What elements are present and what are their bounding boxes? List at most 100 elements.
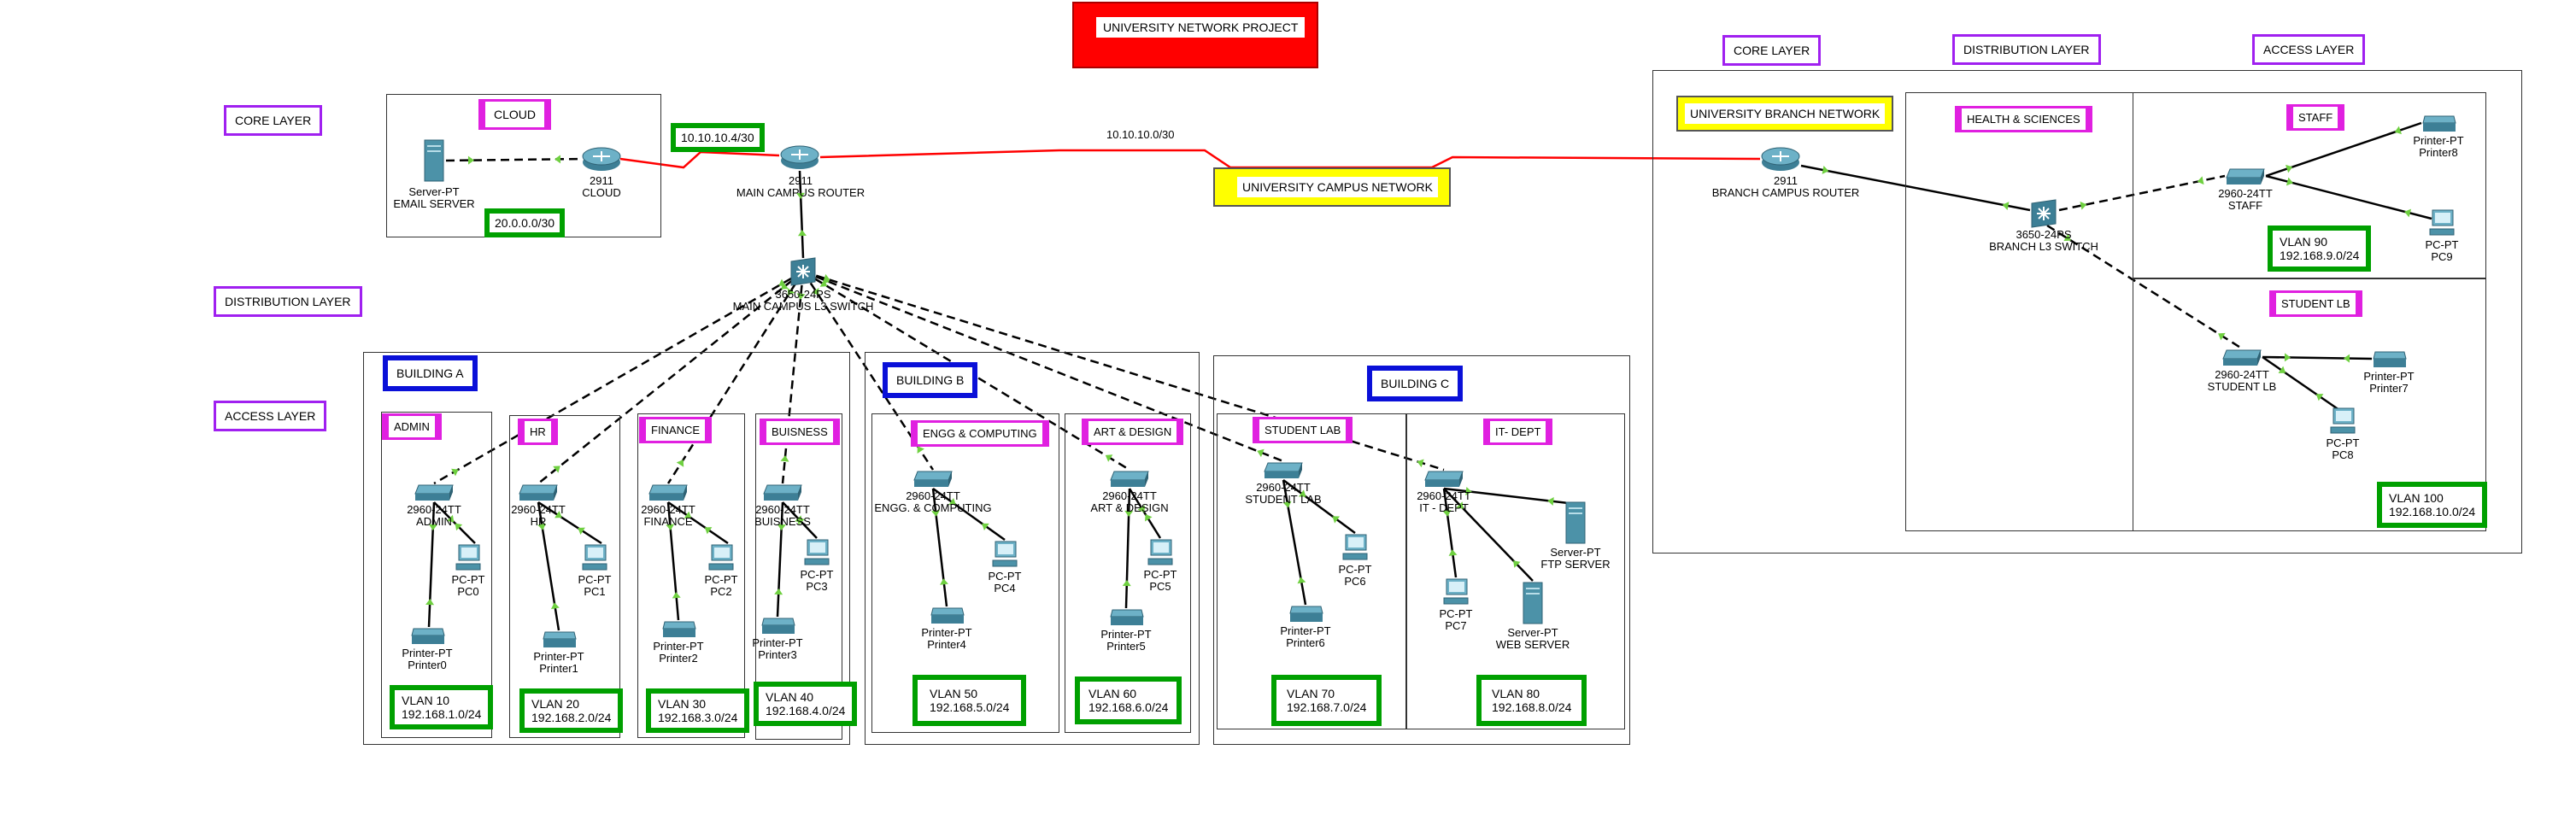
main-l3-switch-icon[interactable]: [788, 256, 819, 291]
link-staff-pc-arrow-0: [2286, 177, 2293, 186]
pc-pc9-icon[interactable]: [2428, 208, 2456, 242]
switch-admin-icon[interactable]: [414, 483, 455, 507]
link-access-12-arrow-1: [1332, 516, 1341, 524]
link-access-11-arrow-0: [1124, 510, 1134, 517]
campus-network-label: UNIVERSITY CAMPUS NETWORK: [1213, 167, 1451, 207]
link-staff-printer-arrow-0: [2285, 164, 2293, 173]
printer-printer3-icon[interactable]: [759, 617, 796, 640]
cloud-subnet: 20.0.0.0/30: [484, 208, 566, 237]
link-staff-pc: [2265, 174, 2432, 220]
switch-finance-icon[interactable]: [648, 483, 689, 507]
pc-pc5-icon[interactable]: [1147, 538, 1174, 571]
link-l3-access-4-arrow-1: [917, 446, 924, 454]
dept-art-area: [1065, 413, 1191, 733]
link-router-l3: [798, 170, 805, 259]
printer-printer8-icon[interactable]: [2420, 114, 2457, 138]
ftp-server-icon[interactable]: [1564, 501, 1587, 549]
switch-staff-label-0: 2960-24TT: [2218, 187, 2273, 200]
switch-dept-b1-icon[interactable]: [1109, 470, 1150, 493]
dept-studentlab-area: [1217, 413, 1406, 729]
switch-buisness-label-0: 2960-24TT: [755, 503, 810, 516]
project-title: UNIVERSITY NETWORK PROJECT: [1072, 2, 1318, 68]
link-l3-studentlb-arrow-1: [2218, 332, 2226, 341]
printer-printer2-label-0: Printer-PT: [653, 640, 704, 653]
branch-l3-switch-icon[interactable]: [2028, 198, 2059, 233]
link-l3-access-1-arrow-1: [553, 466, 560, 473]
pc-pc1-icon[interactable]: [581, 543, 608, 577]
printer-printer8-label-1: Printer8: [2419, 146, 2458, 159]
pc-pc3-icon[interactable]: [803, 538, 830, 571]
printer-printer1-label-1: Printer1: [539, 662, 578, 675]
link-l3-access-5-arrow-1: [1105, 454, 1113, 462]
printer-printer4-icon[interactable]: [928, 606, 965, 630]
cloud-router-icon[interactable]: [581, 145, 622, 177]
main-campus-router-icon[interactable]: [779, 144, 820, 175]
building-a-area: [363, 352, 850, 745]
branch-core-layer-label: CORE LAYER: [1722, 35, 1822, 66]
distribution-layer-label: DISTRIBUTION LAYER: [214, 286, 362, 317]
link-lb-printer-arrow-1: [2344, 354, 2350, 363]
printer-printer2-icon[interactable]: [660, 620, 697, 643]
switch-hr-icon[interactable]: [518, 483, 559, 507]
link-access-7-arrow-0: [777, 524, 786, 530]
health-sciences-label: HEALTH & SCIENCES: [1955, 106, 2092, 132]
pc-pc4-icon[interactable]: [991, 540, 1018, 573]
link-l3-staff: [2058, 174, 2226, 212]
link-router-l3-arrow-0: [796, 192, 806, 199]
cloud-router-model: 2911: [590, 174, 613, 187]
dept-finance-area: [637, 413, 745, 738]
email-server-icon[interactable]: [422, 138, 446, 187]
pc-pc7-label-0: PC-PT: [1439, 607, 1473, 620]
printer-printer3-label-1: Printer3: [758, 648, 797, 661]
switch-student-lb-icon[interactable]: [2221, 348, 2262, 372]
pc-pc8-icon[interactable]: [2329, 407, 2356, 440]
pc-pc1-label-1: PC1: [584, 585, 606, 598]
dept-finance-label: FINANCE: [639, 417, 713, 443]
switch-admin-label-1: ADMIN: [416, 515, 452, 528]
switch-staff-icon[interactable]: [2225, 167, 2266, 190]
pc-pc0-icon[interactable]: [455, 543, 482, 577]
branch-l3-switch-name: BRANCH L3 SWITCH: [1989, 240, 2098, 253]
switch-student-lab-icon[interactable]: [1263, 461, 1304, 484]
branch-distribution-layer-label: DISTRIBUTION LAYER: [1952, 34, 2101, 65]
dept-hr-area: [509, 415, 620, 738]
wan-subnet-label: 10.10.10.0/30: [1106, 128, 1175, 141]
printer-printer7-icon[interactable]: [2370, 350, 2408, 373]
pc-pc7-icon[interactable]: [1442, 577, 1470, 611]
web-server-label-0: Server-PT: [1507, 626, 1558, 639]
link-access-0-arrow-1: [455, 523, 463, 531]
link-access-4: [667, 501, 729, 545]
switch-finance-label-1: FINANCE: [643, 515, 693, 528]
link-access-4-arrow-0: [684, 511, 692, 518]
printer-printer5-label-0: Printer-PT: [1100, 628, 1152, 641]
link-l3-access-7-arrow-1: [1417, 459, 1424, 468]
link-cloud-main: [619, 150, 780, 169]
dept-it-label: IT- DEPT: [1483, 419, 1553, 445]
switch-it-dept-icon[interactable]: [1423, 470, 1464, 493]
switch-it-dept-label-0: 2960-24TT: [1417, 489, 1471, 502]
link-l3-studentlb: [2046, 224, 2243, 350]
main-l3-switch-name: MAIN CAMPUS L3 SWITCH: [732, 300, 874, 313]
branch-router-icon[interactable]: [1760, 145, 1801, 177]
printer-printer1-icon[interactable]: [540, 630, 578, 653]
web-server-icon[interactable]: [1521, 581, 1545, 630]
switch-dept-b0-icon[interactable]: [912, 470, 954, 493]
main-router-model: 2911: [789, 174, 813, 187]
link-main-branch: [819, 149, 1761, 169]
pc-pc2-icon[interactable]: [707, 543, 735, 577]
printer-printer5-icon[interactable]: [1107, 608, 1145, 631]
printer-printer4-label-0: Printer-PT: [921, 626, 972, 639]
link-staff-pc-arrow-1: [2404, 208, 2412, 218]
link-l3-access-3: [781, 271, 805, 484]
branch-l3-switch-model: 3650-24PS: [2016, 228, 2072, 241]
ftp-server-label-1: FTP SERVER: [1540, 558, 1611, 571]
pc-pc6-icon[interactable]: [1341, 533, 1369, 566]
pc-pc0-label-0: PC-PT: [451, 573, 485, 586]
printer-printer6-icon[interactable]: [1287, 605, 1324, 628]
switch-buisness-icon[interactable]: [762, 483, 803, 507]
dept-studentlab-label: STUDENT LAB: [1253, 417, 1353, 443]
printer-printer0-icon[interactable]: [408, 627, 446, 650]
